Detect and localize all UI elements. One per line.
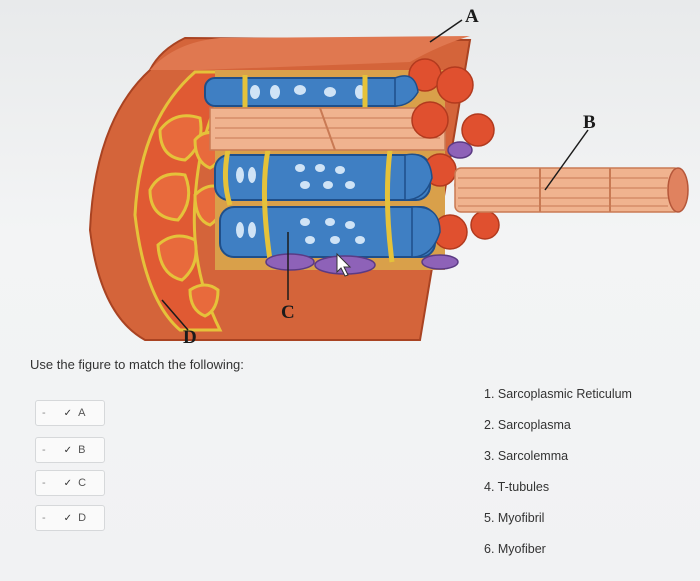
chevron-down-icon: ✓ (63, 512, 73, 524)
extended-myofibril (454, 167, 681, 213)
mouse-cursor-icon (336, 252, 352, 277)
extended-myofibril-end (667, 167, 689, 213)
mitochondria (265, 141, 473, 275)
chevron-down-icon: ✓ (63, 407, 73, 419)
answer-option: 6. Myofiber (484, 542, 546, 556)
answer-option: 4. T-tubules (484, 480, 550, 494)
match-row-a: - ✓ A (35, 400, 105, 426)
answer-option: 3. Sarcolemma (484, 449, 569, 463)
t-tubules (222, 75, 395, 263)
match-select-c[interactable]: - ✓ C (35, 470, 105, 496)
select-value: - (42, 477, 46, 489)
sarcolemma-top (150, 36, 470, 70)
select-value: - (42, 512, 46, 524)
label-a: A (465, 6, 479, 27)
extended-myofibril-striations (458, 168, 668, 212)
match-row-c: - ✓ C (35, 470, 105, 496)
label-d: D (183, 327, 197, 348)
answer-options-list: 1. Sarcoplasmic Reticulum 2. Sarcoplasma… (484, 383, 632, 569)
match-select-b[interactable]: - ✓ B (35, 437, 105, 463)
leader-lines (161, 19, 589, 331)
label-b: B (583, 112, 596, 133)
match-letter: D (78, 512, 87, 524)
inner-myofibril-striations (215, 107, 440, 151)
answer-option: 2. Sarcoplasma (484, 418, 571, 432)
match-letter: B (78, 444, 86, 456)
cross-section-myofibrils (148, 114, 227, 318)
match-row-d: - ✓ D (35, 505, 105, 531)
reticulum-end-caps (394, 75, 441, 258)
select-value: - (42, 444, 46, 456)
answer-option: 5. Myofibril (484, 511, 545, 525)
chevron-down-icon: ✓ (63, 444, 73, 456)
match-letter: A (78, 407, 86, 419)
match-row-b: - ✓ B (35, 437, 105, 463)
match-letter: C (78, 477, 87, 489)
match-select-d[interactable]: - ✓ D (35, 505, 105, 531)
question-prompt: Use the figure to match the following: (30, 357, 244, 372)
match-select-a[interactable]: - ✓ A (35, 400, 105, 426)
select-value: - (42, 407, 46, 419)
sarcoplasmic-reticulum (204, 77, 436, 258)
chevron-down-icon: ✓ (63, 477, 73, 489)
muscle-fiber-figure: A B C D (88, 6, 689, 348)
answer-option: 1. Sarcoplasmic Reticulum (484, 387, 632, 401)
label-c: C (281, 302, 295, 323)
